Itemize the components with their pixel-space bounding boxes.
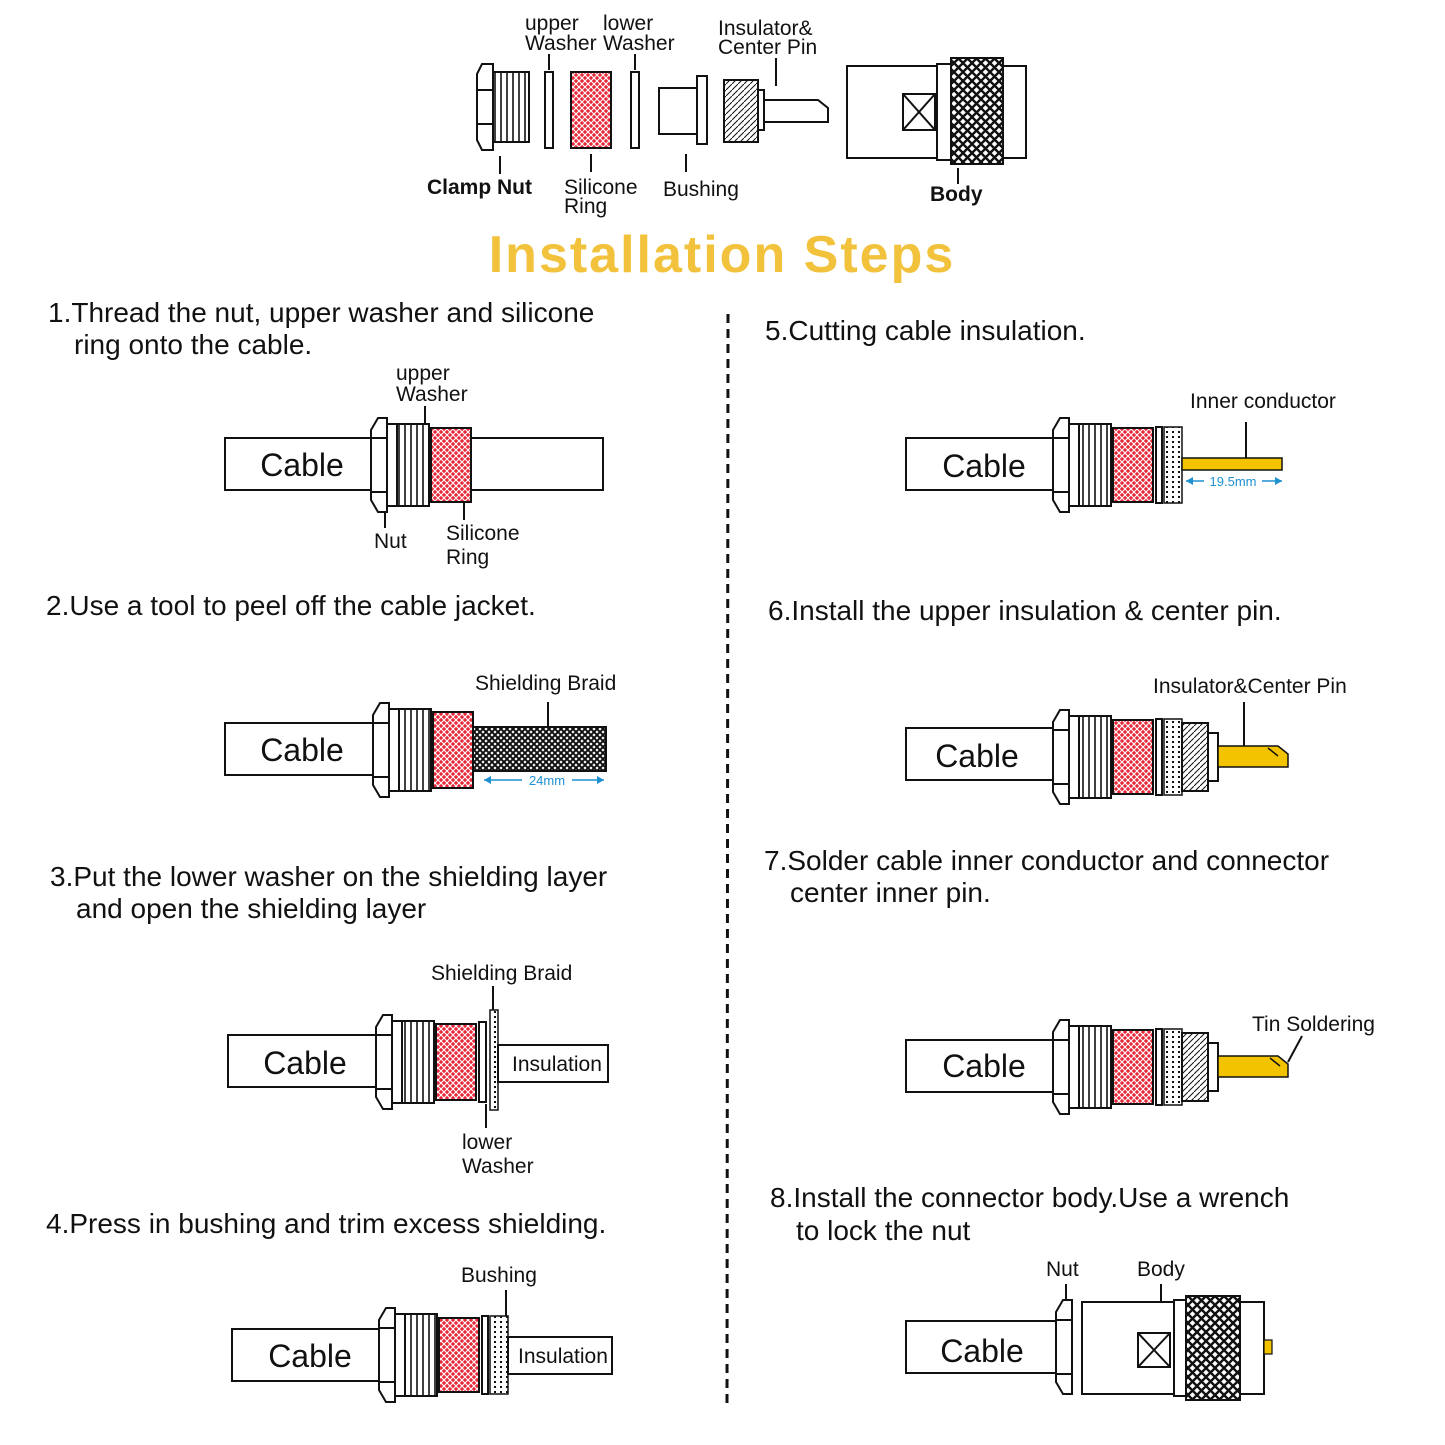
silicone-ring-label-2: Ring [564, 195, 607, 218]
body-part [846, 57, 1027, 165]
step-7-text: 7.Solder cable inner conductor and conne… [764, 845, 1329, 876]
step-5-figure: Cable Inner conductor 19.5mm [905, 390, 1336, 513]
insulator-label: Insulator& [718, 17, 813, 40]
shielding-braid [472, 726, 607, 772]
lower-washer-label-2: Washer [462, 1155, 534, 1178]
nut-label: Nut [374, 530, 407, 553]
column-divider [725, 313, 730, 1406]
nut-label: Nut [1046, 1258, 1079, 1281]
clamp-nut-part [476, 63, 530, 151]
page-title: Installation Steps [489, 226, 956, 284]
step-6-text: 6.Install the upper insulation & center … [768, 595, 1282, 626]
upper-washer-part [544, 71, 554, 149]
body-label: Body [1137, 1258, 1185, 1281]
exploded-parts-view: upper Washer lower Washer Insulator& Cen… [427, 12, 1027, 218]
insulator-label-2: Center Pin [718, 36, 817, 59]
lower-washer-label: lower [462, 1131, 512, 1154]
clamp-nut-label: Clamp Nut [427, 176, 532, 199]
insulator-center-pin-label: Insulator&Center Pin [1153, 675, 1347, 698]
step-1-text: 1.Thread the nut, upper washer and silic… [48, 297, 594, 328]
bushing-label: Bushing [461, 1264, 537, 1287]
cable-label: Cable [935, 738, 1019, 774]
silicone-ring-label: Silicone [446, 522, 520, 545]
step-8-text-2: to lock the nut [796, 1215, 971, 1246]
dimension-19-5mm-label: 19.5mm [1210, 474, 1257, 489]
cable-label: Cable [263, 1045, 347, 1081]
inner-conductor-label: Inner conductor [1190, 390, 1336, 413]
silicone-ring-part [570, 71, 612, 149]
step-8-text: 8.Install the connector body.Use a wrenc… [770, 1182, 1289, 1213]
step-1-text-2: ring onto the cable. [74, 329, 312, 360]
cable-label: Cable [260, 447, 344, 483]
silicone-ring-label: Silicone [564, 176, 638, 199]
dimension-19-5mm: 19.5mm [1186, 474, 1282, 489]
insulation-label: Insulation [512, 1053, 602, 1076]
cable-label: Cable [942, 1048, 1026, 1084]
step-5-text: 5.Cutting cable insulation. [765, 315, 1086, 346]
lower-washer-label-2: Washer [603, 32, 675, 55]
step-3-figure: Cable Insulation Shielding Braid lower W… [227, 962, 609, 1178]
body-label: Body [930, 183, 983, 206]
lower-washer-label: lower [603, 12, 653, 35]
insulator-center-pin-part [723, 79, 829, 143]
step-4-text: 4.Press in bushing and trim excess shiel… [46, 1208, 606, 1239]
dimension-24mm: 24mm [484, 773, 604, 788]
step-4-figure: Cable Insulation Bushing [231, 1264, 613, 1403]
step-3-text: 3.Put the lower washer on the shielding … [50, 861, 607, 892]
cable-label: Cable [268, 1338, 352, 1374]
soldered-pin [1217, 1055, 1289, 1078]
dimension-24mm-label: 24mm [529, 773, 565, 788]
cable-label: Cable [940, 1333, 1024, 1369]
step-3-text-2: and open the shielding layer [76, 893, 426, 924]
cable-label: Cable [260, 732, 344, 768]
step-7-figure: Cable Tin Soldering [905, 1013, 1375, 1115]
bushing-part [658, 75, 708, 145]
step-2-text: 2.Use a tool to peel off the cable jacke… [46, 590, 536, 621]
shielding-braid-label: Shielding Braid [431, 962, 572, 985]
step-6-figure: Cable Insulator&Center Pin [905, 675, 1347, 805]
inner-conductor [1181, 457, 1283, 471]
step-1-figure: Cable upper Washer Nut Silicone Ring [224, 362, 604, 569]
step-2-figure: Cable Shielding Braid 24mm [224, 672, 616, 798]
upper-washer-label: upper [525, 12, 579, 35]
center-pin [1217, 745, 1289, 768]
step-8-figure: Cable Nut Body [905, 1258, 1273, 1401]
upper-washer-label: upper [396, 362, 450, 385]
shielding-braid-label: Shielding Braid [475, 672, 616, 695]
upper-washer-label-2: Washer [396, 383, 468, 406]
cable-label: Cable [942, 448, 1026, 484]
bushing-label: Bushing [663, 178, 739, 201]
lower-washer-part [630, 71, 640, 149]
insulation-label: Insulation [518, 1345, 608, 1368]
silicone-ring-label-2: Ring [446, 546, 489, 569]
step-7-text-2: center inner pin. [790, 877, 991, 908]
tin-soldering-label: Tin Soldering [1252, 1013, 1375, 1036]
upper-washer-label-2: Washer [525, 32, 597, 55]
